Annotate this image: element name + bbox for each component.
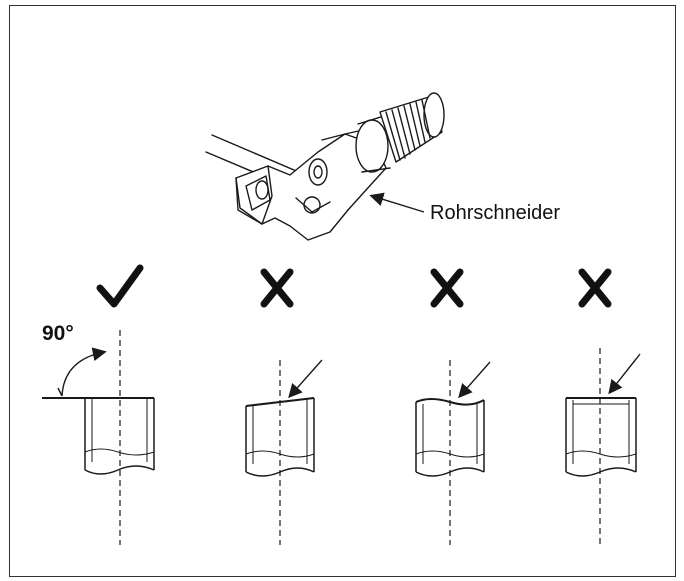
verdict-row (96, 264, 612, 308)
cutter-collar (355, 115, 391, 173)
checkmark-icon (96, 264, 144, 308)
pipe-cutter-illustration (205, 92, 445, 241)
pipe-example-deformed (415, 360, 491, 545)
defect-arrow (608, 353, 641, 395)
defect-arrow (288, 359, 323, 399)
cross-icon (430, 268, 464, 308)
pipe-example-slanted (245, 359, 323, 545)
pipe-example-correct (42, 330, 155, 545)
knurled-knob (379, 92, 445, 163)
cutter-pointer-arrow (369, 192, 425, 213)
cutter-label: Rohrschneider (430, 202, 560, 224)
defect-arrow (458, 361, 491, 399)
cutter-body (235, 127, 387, 241)
cross-icon (260, 268, 294, 308)
angle-label: 90° (42, 322, 74, 345)
angle-arrow (61, 347, 107, 397)
cross-icon (578, 268, 612, 308)
pipe-example-burr (565, 348, 641, 545)
